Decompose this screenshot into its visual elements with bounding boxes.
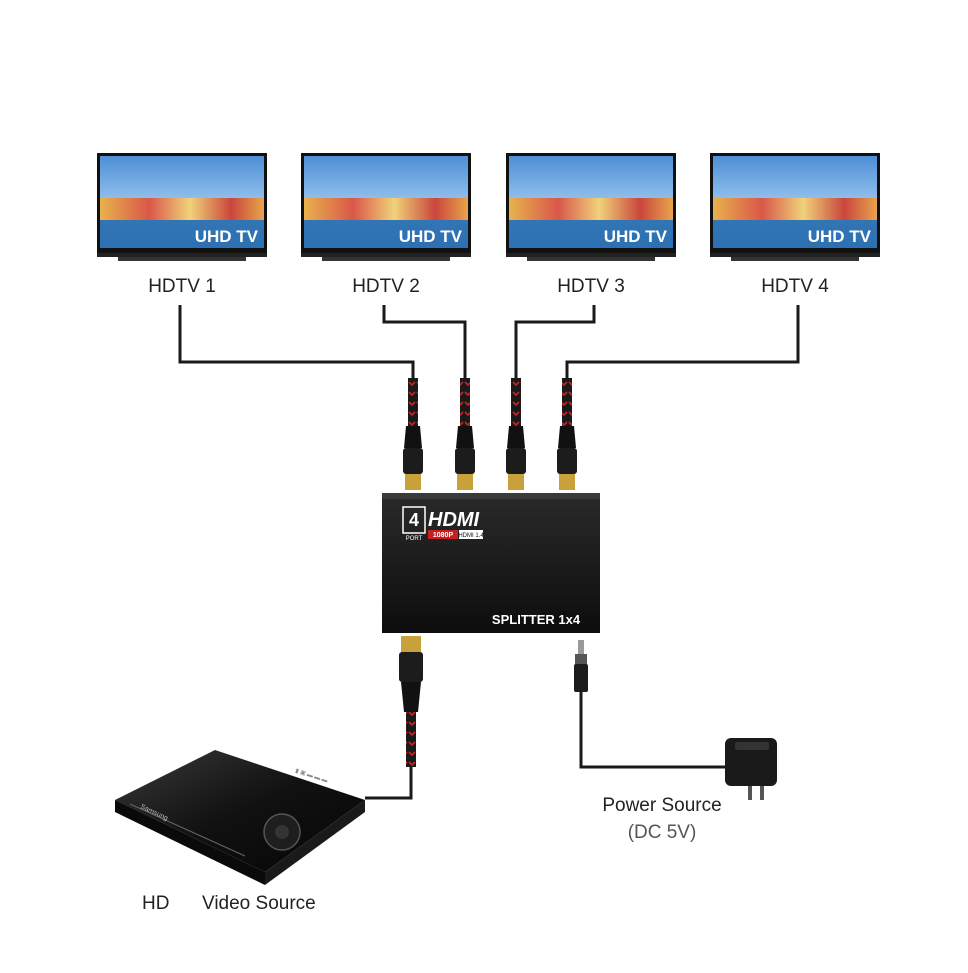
power-label: Power Source xyxy=(602,795,722,816)
tv-label-1: HDTV 1 xyxy=(148,276,216,297)
hdmi-plug-icon xyxy=(557,426,577,490)
tv-hdtv-2: UHD TV xyxy=(301,153,471,261)
splitter-body xyxy=(382,493,600,633)
resolution-badge: 1080P xyxy=(433,532,454,539)
source-label-video: Video Source xyxy=(202,893,316,914)
cable-line-4 xyxy=(565,305,800,378)
version-badge: HDMI 1.4 xyxy=(458,533,484,539)
output-cable-lines xyxy=(178,305,800,378)
cable-line-power xyxy=(579,692,725,769)
power-cable xyxy=(574,640,777,800)
tv-stand xyxy=(118,257,246,261)
cable-line-1 xyxy=(178,305,415,378)
braid-4 xyxy=(562,378,572,426)
hdmi-plug-icon xyxy=(455,426,475,490)
tv-label-4: HDTV 4 xyxy=(761,276,829,297)
tv-hdtv-1: UHD TV xyxy=(97,153,267,261)
input-cable xyxy=(365,636,423,800)
tv-badge: UHD TV xyxy=(604,227,668,246)
tv-badge: UHD TV xyxy=(195,227,259,246)
power-sublabel: (DC 5V) xyxy=(627,822,697,843)
player-front xyxy=(115,800,265,885)
hdmi-plug-tip xyxy=(401,636,421,652)
braid-3 xyxy=(511,378,521,426)
cable-line-2 xyxy=(382,305,467,378)
hdmi-plug-icon xyxy=(506,426,526,490)
dc-jack-tip xyxy=(578,640,584,654)
tv-badge: UHD TV xyxy=(808,227,872,246)
hdmi-splitter-box: 4 PORT HDMI 1080P HDMI 1.4 SPLITTER 1x4 xyxy=(382,493,600,633)
tv-label-3: HDTV 3 xyxy=(557,276,625,297)
tv-stand xyxy=(527,257,655,261)
hd-video-player: Samsung ▮ ▣ ▬ ▬ ▬ xyxy=(115,750,365,885)
cable-line-input xyxy=(365,767,413,800)
hdmi-plug-icon xyxy=(403,426,423,490)
port-count-badge xyxy=(402,506,426,534)
tv-label-2: HDTV 2 xyxy=(352,276,420,297)
tv-badge: UHD TV xyxy=(399,227,463,246)
hdmi-plugs-output xyxy=(403,426,577,490)
braid-input xyxy=(406,712,416,767)
tv-stand xyxy=(322,257,450,261)
tv-hdtv-3: UHD TV xyxy=(506,153,676,261)
port-word: PORT xyxy=(406,536,423,542)
player-side xyxy=(265,800,365,885)
braid-2 xyxy=(460,378,470,426)
player-top xyxy=(115,750,365,872)
cable-line-3 xyxy=(514,305,596,378)
tv-hdtv-4: UHD TV xyxy=(710,153,880,261)
hdmi-logo: HDMI xyxy=(428,509,480,531)
braid-1 xyxy=(408,378,418,426)
source-label-hd: HD xyxy=(142,893,170,914)
splitter-model: SPLITTER 1x4 xyxy=(492,612,581,627)
tv-stand xyxy=(731,257,859,261)
power-adapter-icon xyxy=(725,738,777,800)
braided-cables xyxy=(408,378,572,426)
port-count: 4 xyxy=(409,510,419,530)
